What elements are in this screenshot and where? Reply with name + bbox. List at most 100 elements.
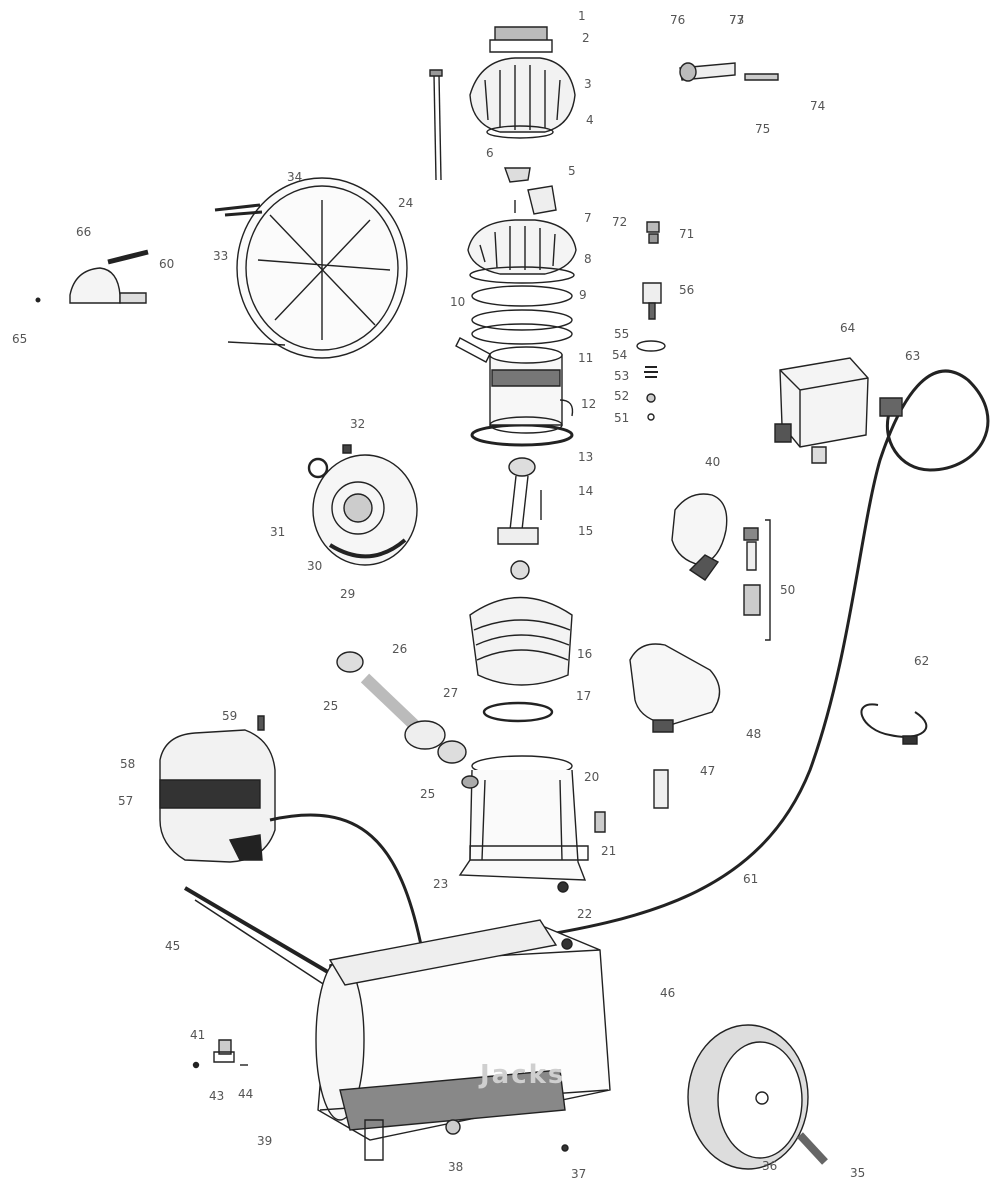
part-number: 66 (76, 225, 92, 239)
part-number: 25 (420, 787, 436, 801)
part-number: 45 (165, 939, 181, 953)
part-number: 2 (582, 31, 590, 45)
crankshaft (337, 652, 478, 788)
tube-47 (654, 770, 668, 808)
part-number: 15 (578, 524, 594, 538)
flywheel (309, 445, 417, 565)
cylinder-head (468, 220, 576, 283)
part-number: 8 (584, 252, 592, 266)
part-number: 4 (586, 113, 594, 127)
tank-handle (185, 888, 350, 995)
part-number: 12 (581, 397, 597, 411)
motor-cable (270, 815, 422, 950)
part-number: 27 (443, 686, 459, 700)
small-fittings (680, 63, 778, 81)
part-number: 61 (743, 872, 759, 886)
part-number: 10 (450, 295, 466, 309)
watermark: Jacks (480, 1060, 566, 1090)
long-bolt (430, 70, 442, 180)
part-number: 76 (670, 13, 686, 27)
part-number: 46 (660, 986, 676, 1000)
part-number: 11 (578, 351, 594, 365)
part-number: 37 (571, 1167, 587, 1181)
part-number: 72 (612, 215, 628, 229)
part-number: 14 (578, 484, 594, 498)
part-number: 54 (612, 348, 628, 362)
part-number: 74 (810, 99, 826, 113)
part-number: 62 (914, 654, 930, 668)
cord-plug (861, 704, 926, 736)
crankcase (470, 598, 572, 722)
part-number: 6 (486, 146, 494, 160)
filter-element (490, 27, 552, 52)
part-number: 26 (392, 642, 408, 656)
part-number: 47 (700, 764, 716, 778)
part-number: 41 (190, 1028, 206, 1042)
part-number: 52 (614, 389, 630, 403)
part-number: 34 (287, 170, 303, 184)
part-number: 43 (209, 1089, 225, 1103)
connecting-rod (498, 458, 541, 579)
filter-housing (470, 58, 575, 138)
part-number: 48 (746, 727, 762, 741)
part-number: 25 (323, 699, 339, 713)
part-number: 32 (350, 417, 366, 431)
air-tank (316, 920, 610, 1160)
part-number: 9 (579, 288, 587, 302)
part-number: 30 (307, 559, 323, 573)
cylinder (456, 338, 573, 433)
drain-valve (194, 1040, 249, 1068)
part-number: 20 (584, 770, 600, 784)
safety-valve (744, 520, 770, 640)
part-number: 21 (601, 844, 617, 858)
part-number: 51 (614, 411, 630, 425)
part-number: 38 (448, 1160, 464, 1174)
part-number: 56 (679, 283, 695, 297)
valve-stack (637, 222, 665, 420)
part-number: 53 (614, 369, 630, 383)
motor (160, 716, 275, 862)
part-number: 35 (850, 1166, 866, 1180)
part-number: 23 (433, 877, 449, 891)
cord-fitting (880, 398, 902, 416)
part-number: 57 (118, 794, 134, 808)
reed-valve (505, 168, 530, 182)
power-cord (515, 371, 988, 940)
belt-guard (215, 178, 407, 358)
part-number: 40 (705, 455, 721, 469)
part-number: 63 (905, 349, 921, 363)
pressure-switch (775, 358, 868, 463)
manifold (630, 644, 720, 732)
part-number: 16 (577, 647, 593, 661)
pump-base (460, 756, 605, 892)
part-number: 33 (213, 249, 229, 263)
gasket-9 (472, 286, 572, 306)
o-ring-17 (484, 703, 552, 721)
part-number: 1 (578, 9, 586, 23)
part-number: 29 (340, 587, 356, 601)
part-number: 77 (729, 13, 745, 27)
wheel (688, 1025, 825, 1169)
part-number: 39 (257, 1134, 273, 1148)
part-number: 75 (755, 122, 771, 136)
part-number: 55 (614, 327, 630, 341)
handle-assembly (36, 252, 148, 303)
part-number: 24 (398, 196, 414, 210)
ring-11a (472, 310, 572, 330)
part-number: 17 (576, 689, 592, 703)
part-number: 5 (568, 164, 576, 178)
part-number: 73 (729, 13, 745, 27)
part-number: 60 (159, 257, 175, 271)
part-number: 36 (762, 1159, 778, 1173)
part-number: 31 (270, 525, 286, 539)
part-number: 58 (120, 757, 136, 771)
check-valve (672, 494, 727, 580)
ring-11b (472, 324, 572, 344)
valve-plate-small (528, 186, 556, 214)
part-number: 64 (840, 321, 856, 335)
part-number: 65 (12, 332, 28, 346)
gasket-13 (472, 425, 572, 445)
part-number: 50 (780, 583, 796, 597)
